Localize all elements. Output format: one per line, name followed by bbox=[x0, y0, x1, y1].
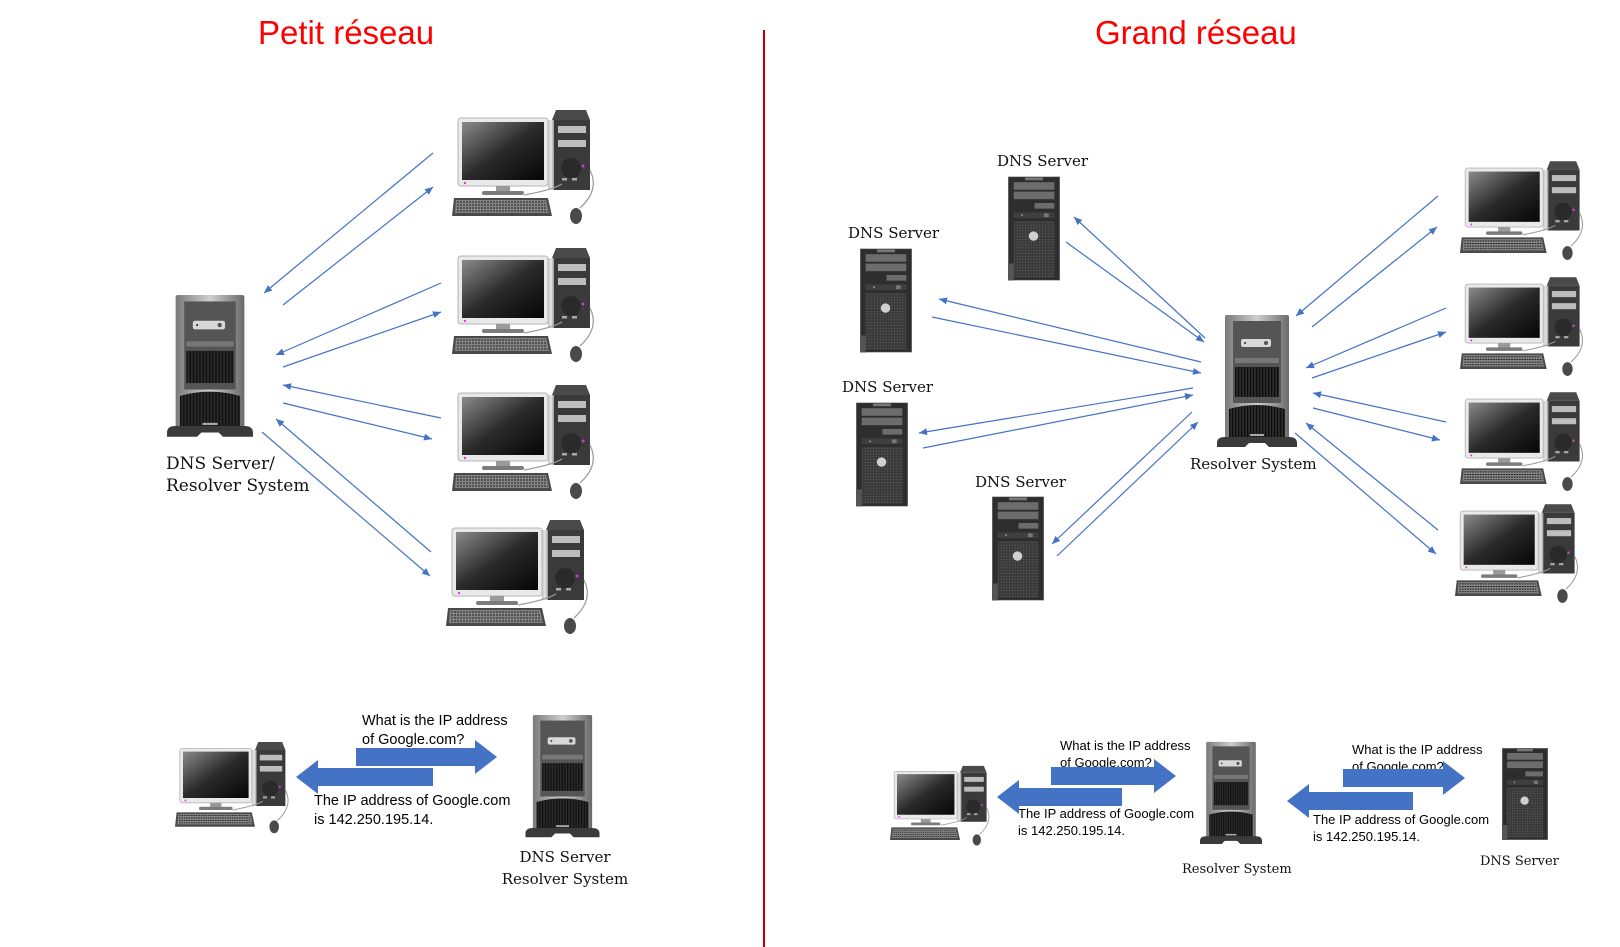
arrow-client4-to-resolver bbox=[1305, 422, 1439, 531]
answer-line-1: The IP address of Google.com bbox=[314, 793, 511, 809]
query2-line-1: What is the IP address bbox=[1352, 742, 1483, 757]
arrow-server-to-client2 bbox=[282, 311, 442, 368]
block-arrow-answer bbox=[296, 760, 433, 794]
dns-server-flow-label-line1: DNS Server bbox=[519, 848, 611, 866]
query-message: What is the IP address of Google.com? bbox=[362, 712, 508, 750]
arrow-dns4-to-resolver bbox=[1056, 421, 1199, 557]
dns-server-flow-label-line2: Resolver System bbox=[501, 870, 629, 888]
arrow-client3-to-server bbox=[282, 383, 442, 419]
arrow-dns2-to-resolver bbox=[931, 316, 1202, 375]
answer1-line-1: The IP address of Google.com bbox=[1018, 806, 1195, 821]
arrow-resolver-to-client4 bbox=[1294, 432, 1437, 555]
answer2-line-1: The IP address of Google.com bbox=[1313, 812, 1490, 827]
dns-resolver-label-line2: Resolver System bbox=[166, 476, 310, 496]
answer-message-1: The IP address of Google.com is 142.250.… bbox=[1018, 806, 1194, 840]
arrow-client2-to-server bbox=[275, 282, 442, 356]
arrow-server-to-client1 bbox=[282, 186, 434, 306]
answer1-line-2: is 142.250.195.14. bbox=[1018, 822, 1125, 838]
arrow-resolver-to-dns3 bbox=[918, 387, 1194, 436]
block-arrow-query-1 bbox=[1051, 759, 1176, 793]
resolver-label: Resolver System bbox=[1190, 455, 1317, 473]
dns-server-label: DNS Server bbox=[842, 378, 934, 396]
arrow-dns3-to-resolver bbox=[922, 393, 1194, 449]
block-arrow-answer-1 bbox=[997, 780, 1122, 814]
title-small-network: Petit réseau bbox=[258, 14, 435, 51]
dns-server-label: DNS Server bbox=[848, 224, 940, 242]
arrow-resolver-to-client2 bbox=[1311, 331, 1447, 379]
block-arrow-query-2 bbox=[1343, 761, 1465, 795]
arrow-resolver-to-dns2 bbox=[938, 297, 1202, 363]
answer-message: The IP address of Google.com is 142.250.… bbox=[314, 792, 510, 830]
query-line-2: of Google.com? bbox=[362, 731, 465, 748]
section-divider bbox=[763, 30, 765, 947]
query-line-1: What is the IP address bbox=[362, 713, 508, 729]
title-large-network: Grand réseau bbox=[1095, 14, 1297, 51]
arrow-resolver-to-dns1 bbox=[1073, 216, 1206, 339]
arrow-resolver-to-dns4 bbox=[1051, 411, 1193, 545]
arrow-dns1-to-resolver bbox=[1065, 241, 1205, 343]
dns-server-flow-label: DNS Server Resolver System bbox=[500, 846, 630, 890]
arrow-client4-to-server bbox=[275, 418, 432, 553]
arrow-server-to-client4 bbox=[261, 431, 431, 577]
arrow-resolver-to-client1 bbox=[1311, 226, 1438, 328]
arrow-client1-to-resolver bbox=[1295, 195, 1439, 317]
block-arrow-answer-2 bbox=[1287, 784, 1413, 818]
dns-server-label: DNS Server bbox=[997, 152, 1089, 170]
dns-resolver-label-line1: DNS Server/ bbox=[166, 454, 275, 474]
arrow-resolver-to-client3 bbox=[1312, 407, 1441, 442]
query1-line-1: What is the IP address bbox=[1060, 738, 1191, 753]
dns-server-label: DNS Server bbox=[975, 473, 1067, 491]
query-message-1: What is the IP address of Google.com? bbox=[1060, 738, 1191, 772]
dns-resolver-label: DNS Server/ Resolver System bbox=[166, 453, 309, 497]
arrow-client1-to-server bbox=[263, 152, 434, 294]
block-arrow-query bbox=[356, 740, 497, 774]
answer-line-2: is 142.250.195.14. bbox=[314, 811, 434, 828]
query1-line-2: of Google.com? bbox=[1060, 754, 1152, 770]
resolver-flow-label: Resolver System bbox=[1182, 862, 1292, 877]
arrow-server-to-client3 bbox=[282, 402, 433, 441]
answer2-line-2: is 142.250.195.14. bbox=[1313, 828, 1420, 844]
arrow-client3-to-resolver bbox=[1312, 391, 1447, 423]
answer-message-2: The IP address of Google.com is 142.250.… bbox=[1313, 812, 1489, 846]
dns-server-flow-label: DNS Server bbox=[1480, 854, 1559, 869]
arrow-client2-to-resolver bbox=[1305, 307, 1447, 369]
